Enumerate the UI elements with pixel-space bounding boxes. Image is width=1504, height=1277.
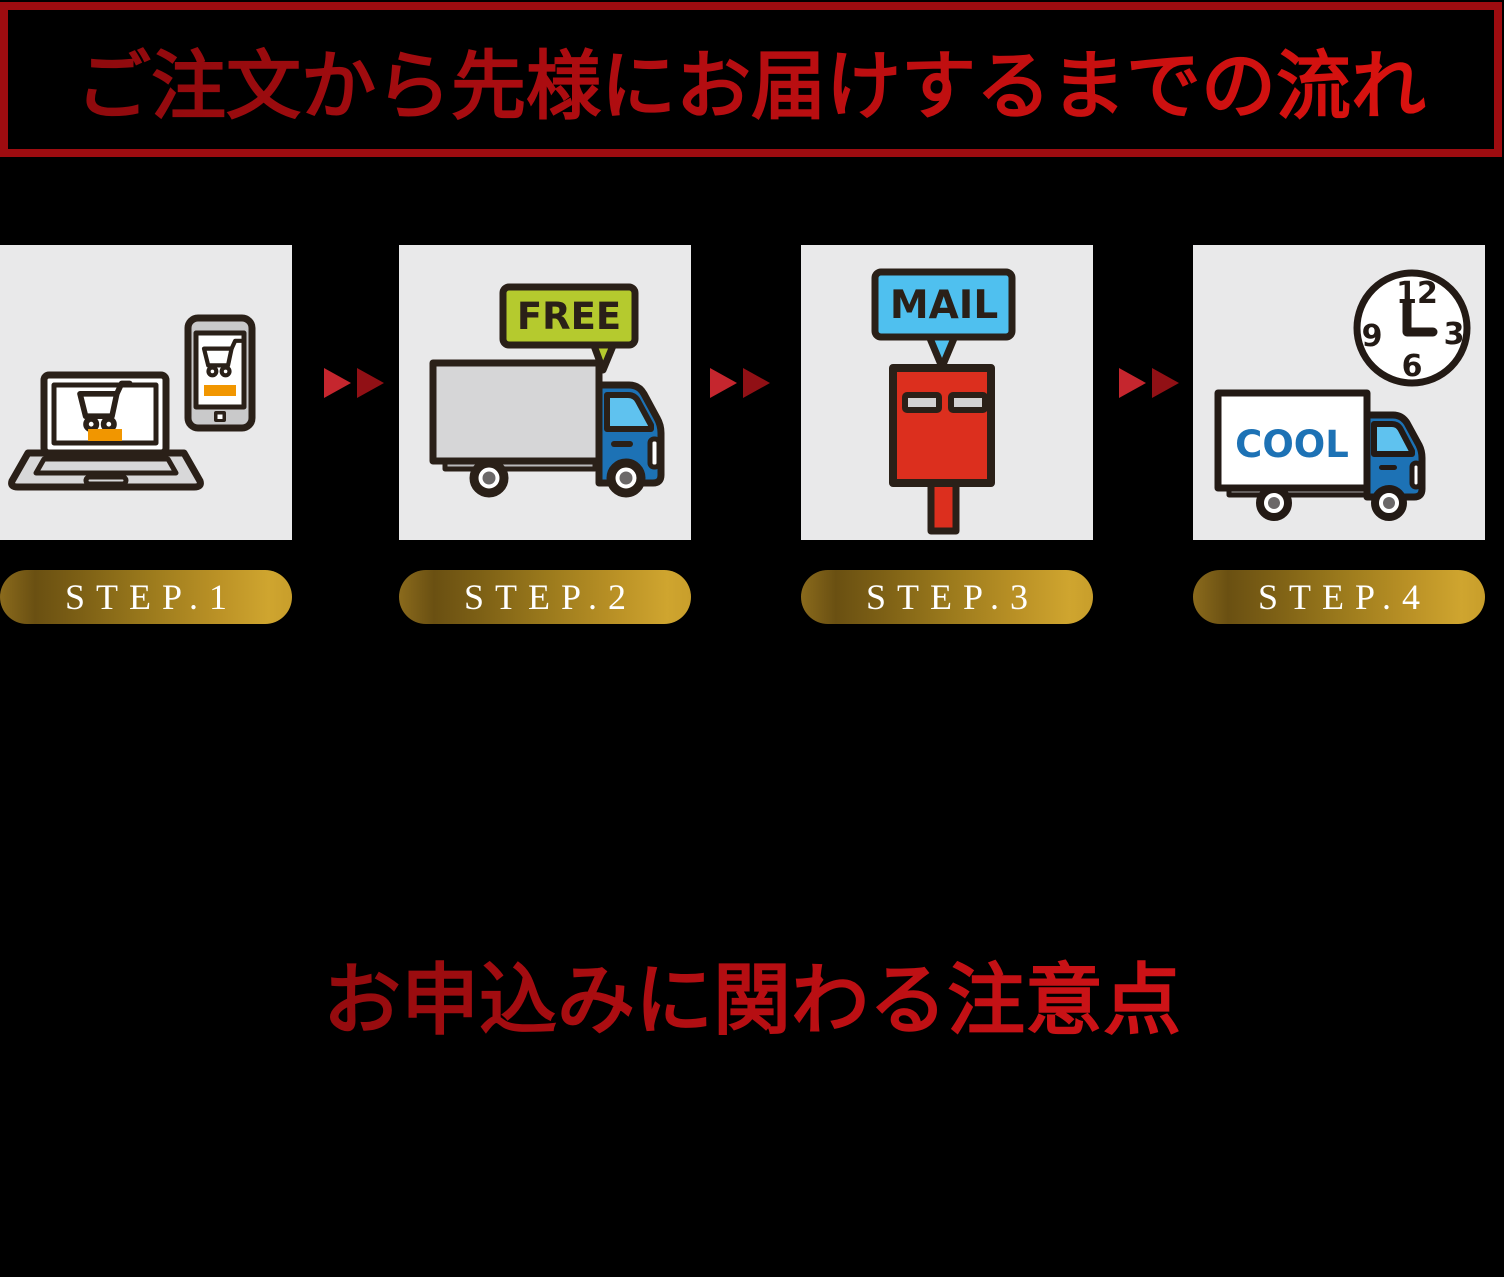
step4-panel: 12 3 6 9 COOL — [1193, 245, 1485, 540]
free-bubble-label: FREE — [517, 295, 621, 338]
step2-panel: FREE — [399, 245, 691, 540]
cool-truck-label: COOL — [1235, 423, 1349, 466]
notice-section: お申込みに関わる注意点 — [0, 960, 1504, 1042]
step1-panel — [0, 245, 292, 540]
arrow-triangle-icon — [710, 368, 737, 398]
arrow-triangle-icon — [1152, 368, 1179, 398]
arrow-triangle-icon — [743, 368, 770, 398]
step3-panel: MAIL — [801, 245, 1093, 540]
step4-badge-label: STEP.4 — [1257, 577, 1432, 617]
mail-post-box-icon: MAIL — [871, 268, 1016, 535]
arrow-triangle-icon — [1119, 368, 1146, 398]
page-title: ご注文から先様にお届けするまでの流れ — [76, 25, 1426, 134]
clock-number-3: 3 — [1444, 317, 1465, 352]
arrow-triangle-icon — [357, 368, 384, 398]
fast-forward-arrows-icon — [1119, 368, 1179, 398]
clock-hands-9: 9 — [1362, 319, 1383, 354]
step1-badge: STEP.1 — [0, 570, 292, 624]
step3-badge-label: STEP.3 — [865, 577, 1040, 617]
cool-delivery-truck-icon: 12 3 6 9 COOL — [1214, 269, 1471, 521]
step4-badge: STEP.4 — [1193, 570, 1485, 624]
free-shipping-truck-icon: FREE — [429, 283, 665, 498]
mail-bubble-label: MAIL — [890, 283, 998, 328]
arrow-triangle-icon — [324, 368, 351, 398]
step2-badge: STEP.2 — [399, 570, 691, 624]
fast-forward-arrows-icon — [710, 368, 770, 398]
laptop-smartphone-order-icon — [8, 314, 256, 491]
step1-badge-label: STEP.1 — [64, 577, 239, 617]
notice-heading: お申込みに関わる注意点 — [322, 957, 1181, 1044]
step3-badge: STEP.3 — [801, 570, 1093, 624]
clock-number-12: 12 — [1396, 276, 1438, 311]
fast-forward-arrows-icon — [324, 368, 384, 398]
step2-badge-label: STEP.2 — [463, 577, 638, 617]
clock-hands-icon — [1402, 298, 1438, 337]
title-banner: ご注文から先様にお届けするまでの流れ — [0, 2, 1502, 157]
clock-number-6: 6 — [1402, 349, 1423, 384]
